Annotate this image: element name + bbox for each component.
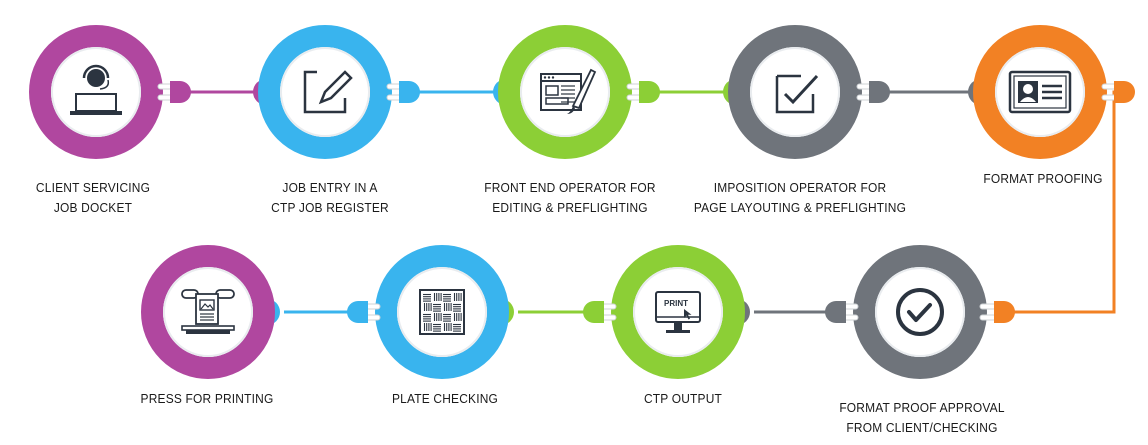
connector-plug: [347, 301, 381, 323]
print-label: PRINT: [664, 299, 688, 308]
step-ring-inner: [51, 47, 141, 137]
checkbox-icon: [775, 74, 819, 114]
plug-body: [639, 81, 660, 103]
plug-body: [583, 301, 604, 323]
printing-press-icon: [181, 289, 235, 334]
step-ring-inner: [397, 267, 487, 357]
step-ring-inner: [750, 47, 840, 137]
plug-body: [825, 301, 846, 323]
web-design-brush-icon: [540, 68, 597, 114]
connector-plug: [583, 301, 617, 323]
step-label-format-proofing: FORMAT PROOFING: [983, 171, 1103, 186]
step-label-job-entry: JOB ENTRY IN A CTP JOB REGISTER: [271, 180, 389, 215]
connector-plug: [825, 301, 859, 323]
plug-body: [1114, 81, 1135, 103]
connector-plug: [157, 81, 191, 103]
plug-prong: [979, 303, 997, 310]
step-label-plate-checking: PLATE CHECKING: [391, 391, 499, 406]
operator-headset-icon: [70, 64, 122, 115]
step-ring-inner: [280, 47, 370, 137]
step-label-press-for-printing: PRESS FOR PRINTING: [140, 391, 274, 406]
plug-body: [170, 81, 191, 103]
step-label-front-end-operator: FRONT END OPERATOR FOR EDITING & PREFLIG…: [484, 180, 656, 215]
step-label-imposition-operator: IMPOSITION OPERATOR FOR PAGE LAYOUTING &…: [693, 180, 907, 215]
plug-body: [399, 81, 420, 103]
connector-plug: [1101, 81, 1135, 103]
step-label-format-proof-approval: FORMAT PROOF APPROVAL FROM CLIENT/CHECKI…: [839, 400, 1005, 435]
step-ring-inner: [875, 267, 965, 357]
print-monitor-icon: PRINT: [655, 291, 701, 333]
step-node-format-proof-approval: [853, 245, 987, 379]
step-ring-inner: [163, 267, 253, 357]
step-ring-inner: [520, 47, 610, 137]
edit-document-icon: [303, 70, 353, 114]
step-label-ctp-output: CTP OUTPUT: [643, 391, 723, 406]
step-node-imposition-operator: [728, 25, 862, 159]
step-ring: [853, 245, 987, 379]
step-ring-inner: [633, 267, 723, 357]
plug-prong: [979, 314, 997, 321]
id-card-icon: [1008, 70, 1072, 114]
plug-body: [347, 301, 368, 323]
plug-body: [869, 81, 890, 103]
connector-plug: [626, 81, 660, 103]
step-ring: [728, 25, 862, 159]
connector-plug: [979, 301, 1015, 323]
step-node-client-servicing: [29, 25, 163, 159]
step-ring: [29, 25, 163, 159]
connector-plug: [856, 81, 890, 103]
step-ring-inner: [995, 47, 1085, 137]
connector-plug: [386, 81, 420, 103]
step-label-client-servicing: CLIENT SERVICING JOB DOCKET: [35, 180, 151, 215]
plate-pattern-icon: [419, 289, 465, 335]
check-circle-icon: [896, 288, 944, 336]
plug-body: [994, 301, 1015, 323]
